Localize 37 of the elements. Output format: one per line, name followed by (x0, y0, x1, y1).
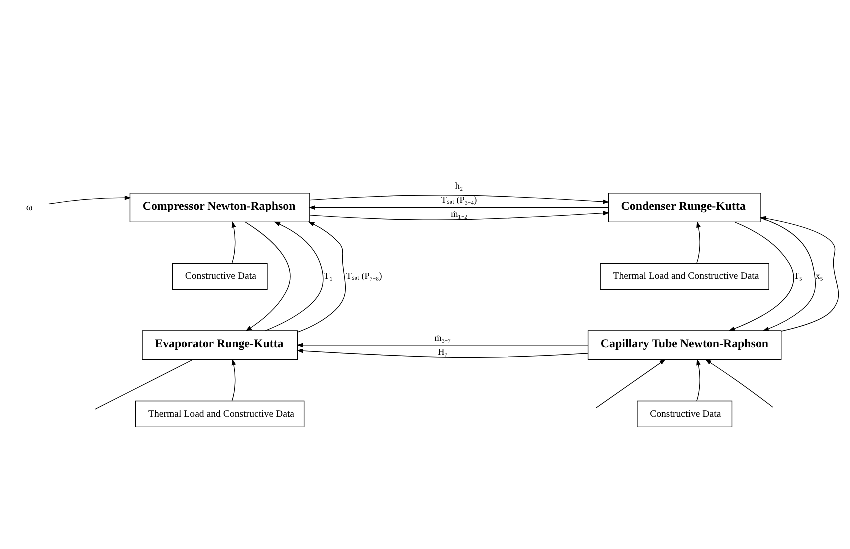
edge-label: Tₛₐₜ (P₇₋₈) (346, 270, 382, 281)
arrow (232, 359, 236, 402)
arrow (696, 359, 701, 402)
node-box: Thermal Load and Constructive Data (600, 263, 770, 290)
node-box: Capillary Tube Newton-Raphson (588, 330, 782, 360)
edge-label: ṁ₃₋₇ (434, 332, 452, 343)
edge-label: h₂ (455, 181, 464, 192)
node-box: Condenser Runge-Kutta (608, 193, 762, 223)
arrow (298, 222, 346, 333)
arrow (296, 348, 588, 358)
edge-label: T₅ (794, 270, 803, 281)
node-box: Constructive Data (172, 263, 268, 290)
arrow (310, 195, 610, 204)
arrow (232, 221, 236, 264)
arrow (596, 359, 666, 408)
node-box: Compressor Newton-Raphson (130, 193, 310, 223)
arrow (48, 196, 132, 205)
edge-label: x₅ (816, 270, 824, 281)
edge-label: T₁ (324, 270, 333, 281)
connector (94, 360, 194, 410)
arrow (696, 221, 701, 264)
arrow (728, 222, 794, 332)
node-box: Evaporator Runge-Kutta (142, 330, 298, 360)
arrow (760, 216, 840, 332)
arrow (296, 343, 589, 348)
edge-label: H₇ (438, 346, 448, 357)
arrow (705, 359, 774, 408)
arrow (310, 211, 610, 220)
edge-label: Tₛₐₜ (P₃₋₄) (441, 195, 478, 206)
arrow (245, 222, 291, 332)
arrow (265, 222, 324, 332)
edge-label: ṁ₁₋₂ (451, 209, 468, 220)
arrow (760, 218, 816, 332)
node-box: Constructive Data (637, 400, 733, 428)
node-text: ω (26, 202, 33, 214)
node-box: Thermal Load and Constructive Data (136, 400, 305, 428)
arrow (308, 206, 609, 210)
